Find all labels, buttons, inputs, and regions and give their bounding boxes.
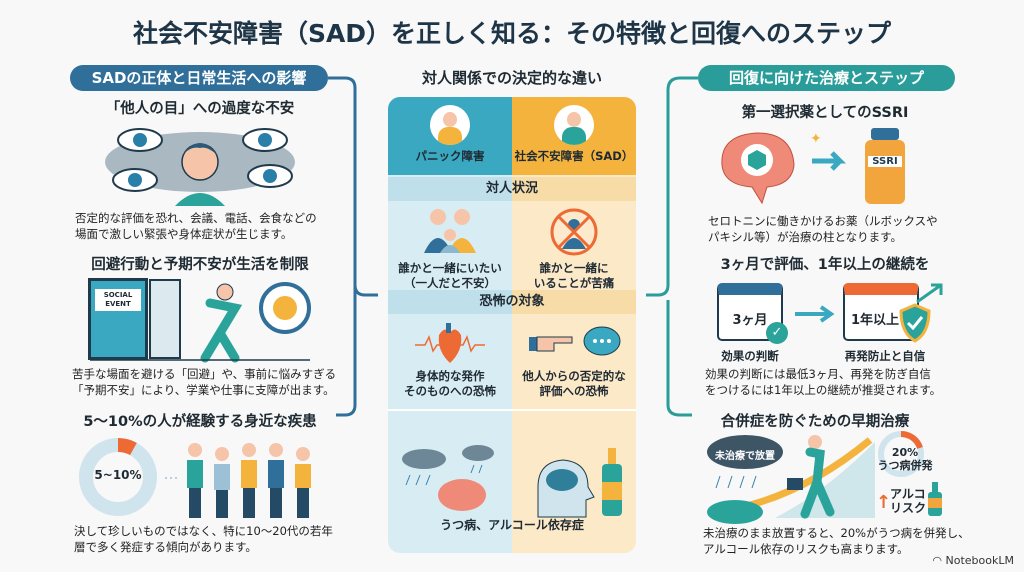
sad-interpersonal-cell: 誰かと一緒にいることが苦痛	[512, 207, 636, 291]
sign-line: SOCIAL	[103, 291, 133, 299]
alcohol-risk-label: アルコ	[890, 487, 926, 501]
sad-column-header: 社会不安障害（SAD）	[512, 97, 636, 175]
left-s2-text: 「予期不安」により、学業や仕事に支障が出ます。	[72, 383, 335, 397]
sign-line: EVENT	[105, 300, 131, 308]
depression-donut-chart	[878, 431, 924, 477]
cell-text: そのものへの恐怖	[404, 384, 496, 398]
right-s1-text: パキシル等）が治療の柱となります。	[708, 230, 903, 244]
brand-label: NotebookLM	[945, 554, 1014, 567]
pointing-speech-bubble-icon	[529, 326, 621, 356]
prevalence-arc	[79, 438, 157, 516]
depression-pct: 20%	[891, 446, 919, 459]
prevalence-label: 5~10%	[94, 468, 142, 482]
sad-label: 社会不安障害（SAD）	[514, 149, 634, 163]
left-s3-text: 決して珍しいものではなく、特に10〜20代の若年	[74, 524, 333, 538]
panic-disorder-label: パニック障害	[415, 149, 485, 163]
cell-text: 身体的な発作	[415, 369, 485, 383]
panic-person-icon	[430, 105, 470, 145]
comparison-table: パニック障害 社会不安障害（SAD） 対人状況 誰かと一緒にいたい（一人だと不安…	[388, 97, 636, 553]
cell-text: いることが苦痛	[533, 276, 615, 290]
right-s2-title: 3ヶ月で評価、1年以上の継続を	[720, 257, 930, 273]
arrow-up-icon: ↑	[876, 492, 892, 513]
right-s3-text: 未治療のまま放置すると、20%がうつ病を併発し、	[703, 526, 970, 540]
center-header: 対人関係での決定的な違い	[421, 69, 602, 87]
family-icon	[424, 209, 476, 253]
calendar-label: 1年以上	[851, 313, 900, 328]
ssri-bottle-icon: SSRI	[865, 128, 905, 206]
cell-text: 他人からの否定的な	[522, 369, 626, 383]
calendar-label: 3ヶ月	[732, 313, 768, 328]
untreated-cloud-label: 未治療で放置	[715, 451, 775, 462]
check-icon: ✓	[766, 322, 788, 344]
left-s2-title: 回避行動と予期不安が生活を制限	[91, 257, 309, 273]
panic-disorder-column-header: パニック障害	[388, 97, 512, 175]
right-s3-title: 合併症を防ぐための早期治療	[720, 414, 910, 430]
row-label-fear-target: 恐怖の対象	[388, 290, 636, 314]
panic-interpersonal-cell: 誰かと一緒にいたい（一人だと不安）	[388, 207, 512, 291]
right-s3-text: アルコール依存のリスクも高まります。	[703, 542, 909, 556]
eyes-anxiety-illustration	[105, 128, 295, 206]
notebooklm-logo-icon: ◠	[932, 554, 946, 567]
left-s1-title: 「他人の目」への過度な不安	[105, 101, 295, 117]
left-section-header: SADの正体と日常生活への影響	[70, 65, 328, 91]
label-effect-judgement: 効果の判断	[721, 349, 779, 363]
cell-text: 誰かと一緒に	[539, 261, 609, 275]
svg-text:✦: ✦	[810, 131, 822, 147]
people-group-icon	[165, 443, 311, 518]
brain-serotonin-arrow-icon: ✦	[721, 131, 847, 205]
bottle-icon	[928, 482, 942, 516]
rain-cloud-brain-icon	[402, 445, 494, 511]
right-s2-text: 効果の判断には最低3ヶ月、再発を防ぎ自信	[705, 367, 931, 381]
panic-fear-cell: 身体的な発作そのものへの恐怖	[388, 321, 512, 399]
right-s1-title: 第一選択薬としてのSSRI	[741, 105, 909, 121]
right-s1-text: セロトニンに働きかけるお薬（ルボックスや	[708, 214, 938, 228]
left-s1-text: 場面で激しい緊張や身体症状が生じます。	[75, 227, 293, 241]
trend-up-arrow-icon	[916, 283, 943, 304]
fleeing-person-and-clock-icon	[90, 279, 311, 363]
notebooklm-brand: ◠ NotebookLM	[932, 554, 1014, 567]
ssri-bottle-label: SSRI	[868, 156, 902, 167]
depression-label: うつ病併発	[877, 459, 933, 472]
shield-check-icon	[899, 303, 931, 343]
alcohol-risk-label: リスク	[890, 501, 927, 515]
sad-person-icon	[554, 105, 594, 145]
page-title: 社会不安障害（SAD）を正しく知る：その特徴と回復へのステップ	[132, 19, 892, 48]
early-treatment-illustration	[707, 435, 875, 524]
left-s1-text: 否定的な評価を恐れ、会議、電話、会食などの	[75, 211, 317, 225]
comorbidity-text: うつ病、アルコール依存症	[440, 518, 584, 532]
sad-fear-cell: 他人からの否定的な評価への恐怖	[512, 321, 636, 399]
cell-text: （一人だと不安）	[404, 276, 496, 290]
arrow-right-icon	[795, 305, 835, 323]
no-crowd-icon	[550, 208, 598, 256]
left-s2-text: 苦手な場面を避ける「回避」や、事前に悩みすぎる	[72, 367, 337, 381]
depression-arc	[878, 431, 924, 477]
label-relapse-prevention: 再発防止と自信	[844, 349, 926, 363]
cell-text: 評価への恐怖	[539, 384, 609, 398]
prevalence-donut-chart	[79, 438, 157, 516]
left-s3-text: 層で多く発症する傾向があります。	[74, 540, 257, 554]
cell-text: 誰かと一緒にいたい	[398, 261, 502, 275]
right-section-header: 回復に向けた治療とステップ	[698, 65, 955, 91]
right-s2-text: をつけるには1年以上の継続が推奨されます。	[705, 383, 942, 397]
left-s3-title: 5〜10%の人が経験する身近な疾患	[83, 414, 317, 430]
head-brain-bottle-icon	[537, 448, 622, 518]
heart-pulse-icon	[415, 323, 485, 363]
row-label-interpersonal: 対人状況	[388, 177, 636, 201]
